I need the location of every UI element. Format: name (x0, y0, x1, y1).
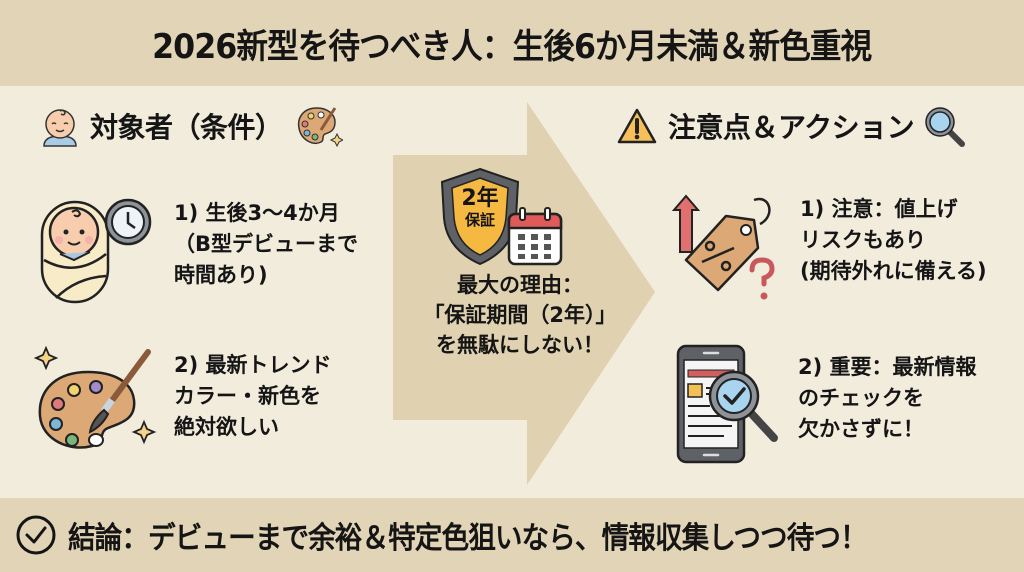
left-item-2-text: 2) 最新トレンド カラー・新色を 絶対欲しい (174, 353, 332, 439)
left-heading-text: 対象者（条件） (90, 111, 283, 144)
right-section-heading: 注意点＆アクション (616, 104, 966, 148)
phone-check-magnifier-icon (674, 344, 786, 466)
badge-warranty: 保証 (464, 211, 495, 229)
palette-icon (295, 104, 343, 148)
right-item-1: 1) 注意：値上げ リスクもあり (期待外れに備える) (664, 190, 987, 308)
right-item-1-text: 1) 注意：値上げ リスクもあり (期待外れに備える) (800, 197, 987, 283)
shield-icon (438, 166, 522, 266)
palette-brush-sparkle-icon (32, 344, 160, 456)
page-title: 2026新型を待つべき人：生後6か月未満＆新色重視 (152, 26, 872, 67)
calendar-icon (506, 206, 564, 266)
left-item-2: 2) 最新トレンド カラー・新色を 絶対欲しい (32, 344, 332, 456)
right-heading-text: 注意点＆アクション (668, 111, 915, 144)
swaddled-baby-clock-icon (36, 188, 156, 308)
title-banner: 2026新型を待つべき人：生後6か月未満＆新色重視 (0, 0, 1024, 86)
right-item-2-text: 2) 重要：最新情報 のチェックを 欠かさずに！ (798, 355, 977, 441)
right-item-2: 2) 重要：最新情報 のチェックを 欠かさずに！ (674, 344, 977, 466)
magnifier-icon (922, 104, 966, 148)
price-tag-up-question-icon (664, 190, 784, 308)
warning-icon (616, 107, 658, 145)
conclusion-text: 結論：デビューまで余裕＆特定色狙いなら、情報収集しつつ待つ！ (68, 521, 868, 556)
left-item-1-text: 1) 生後3〜4か月 （B型デビューまで 時間あり) (174, 201, 359, 287)
left-item-1: 1) 生後3〜4か月 （B型デビューまで 時間あり) (36, 188, 358, 308)
badge-years: 2年 (461, 186, 499, 211)
main-reason-text: 最大の理由： 「保証期間（2年）」 を無駄にしない！ (423, 273, 617, 357)
conclusion-banner: 結論：デビューまで余裕＆特定色狙いなら、情報収集しつつ待つ！ (0, 498, 1024, 572)
check-circle-icon (14, 513, 58, 557)
left-section-heading: 対象者（条件） (38, 104, 343, 148)
baby-icon (38, 104, 82, 148)
